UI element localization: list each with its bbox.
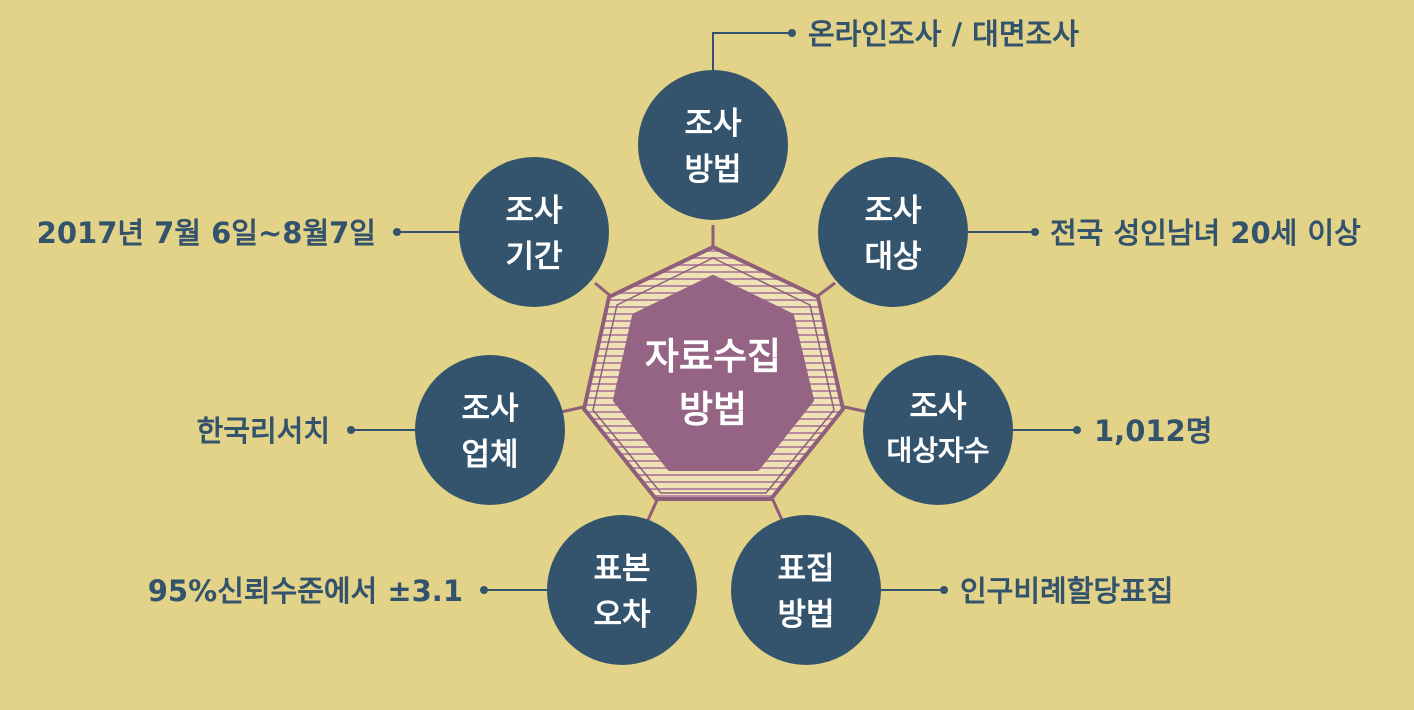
node-sampling-method: 표집 방법 <box>731 515 881 665</box>
connector-dot-sampling <box>940 586 948 594</box>
node-label-company-1: 조사 <box>461 391 519 427</box>
spoke-error <box>646 497 660 521</box>
node-label-sampling-2: 방법 <box>777 597 834 633</box>
connector-dot-count <box>1073 426 1081 434</box>
node-circle-target <box>818 157 968 307</box>
info-survey-count: 1,012명 <box>1094 414 1212 448</box>
node-circle-period <box>459 157 609 307</box>
node-label-target-2: 대상 <box>864 239 921 275</box>
node-survey-period: 조사 기간 <box>459 157 609 307</box>
center-title-line2: 방법 <box>679 388 747 431</box>
info-survey-company: 한국리서치 <box>197 414 330 448</box>
spoke-group <box>560 225 869 521</box>
center-heptagon <box>613 275 814 471</box>
node-survey-method: 조사 방법 <box>638 70 788 220</box>
node-label-method-1: 조사 <box>684 106 742 142</box>
node-label-target-1: 조사 <box>864 193 922 229</box>
node-survey-company: 조사 업체 <box>415 355 565 505</box>
connector-dot-company <box>347 426 355 434</box>
info-survey-target: 전국 성인남녀 20세 이상 <box>1050 216 1361 250</box>
node-label-sampling-1: 표집 <box>777 551 834 587</box>
connector-dot-period <box>393 228 401 236</box>
spoke-count <box>839 404 869 414</box>
center-title-line1: 자료수집 <box>645 335 781 378</box>
node-circle-count <box>863 355 1013 505</box>
spoke-sampling <box>770 497 784 521</box>
connector-dot-method <box>788 29 796 37</box>
connector-group <box>347 29 1081 594</box>
connector-dot-error <box>480 586 488 594</box>
node-circle-method <box>638 70 788 220</box>
info-sampling-method: 인구비례할당표집 <box>960 574 1173 608</box>
info-survey-method: 온라인조사 / 대면조사 <box>808 17 1079 51</box>
node-label-method-2: 방법 <box>684 152 741 188</box>
node-label-count-1: 조사 <box>909 389 967 425</box>
node-survey-count: 조사 대상자수 <box>863 355 1013 505</box>
node-survey-target: 조사 대상 <box>818 157 968 307</box>
ring-inner-border <box>592 257 835 494</box>
node-circle-error <box>547 515 697 665</box>
node-label-period-2: 기간 <box>505 239 562 275</box>
node-circle-company <box>415 355 565 505</box>
node-label-company-2: 업체 <box>461 437 518 473</box>
node-label-error-1: 표본 <box>593 551 650 587</box>
node-circle-sampling <box>731 515 881 665</box>
info-survey-period: 2017년 7월 6일~8월7일 <box>37 216 376 250</box>
node-label-error-2: 오차 <box>593 597 651 633</box>
connector-method <box>712 32 792 70</box>
connector-dot-target <box>1031 228 1039 236</box>
node-sampling-error: 표본 오차 <box>547 515 697 665</box>
info-sampling-error: 95%신뢰수준에서 ±3.1 <box>148 574 463 608</box>
node-label-period-1: 조사 <box>505 193 563 229</box>
node-label-count-2: 대상자수 <box>886 434 989 467</box>
